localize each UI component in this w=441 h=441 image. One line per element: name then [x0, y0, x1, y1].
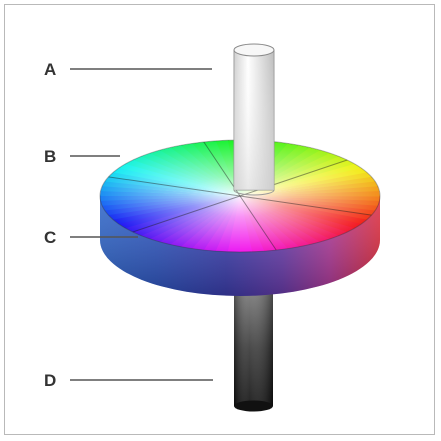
- sector-divider: [239, 195, 372, 216]
- callout-label-b: B: [44, 147, 56, 166]
- sector-divider: [239, 195, 277, 251]
- callout-label-a: A: [44, 60, 56, 79]
- top-shaft: [233, 43, 275, 196]
- sector-divider: [132, 195, 241, 233]
- sector-divider: [108, 176, 241, 197]
- color-disc-top: [100, 140, 380, 252]
- callout-label-c: C: [44, 228, 56, 247]
- callout-label-d: D: [44, 371, 56, 390]
- bottom-shaft: [234, 276, 273, 412]
